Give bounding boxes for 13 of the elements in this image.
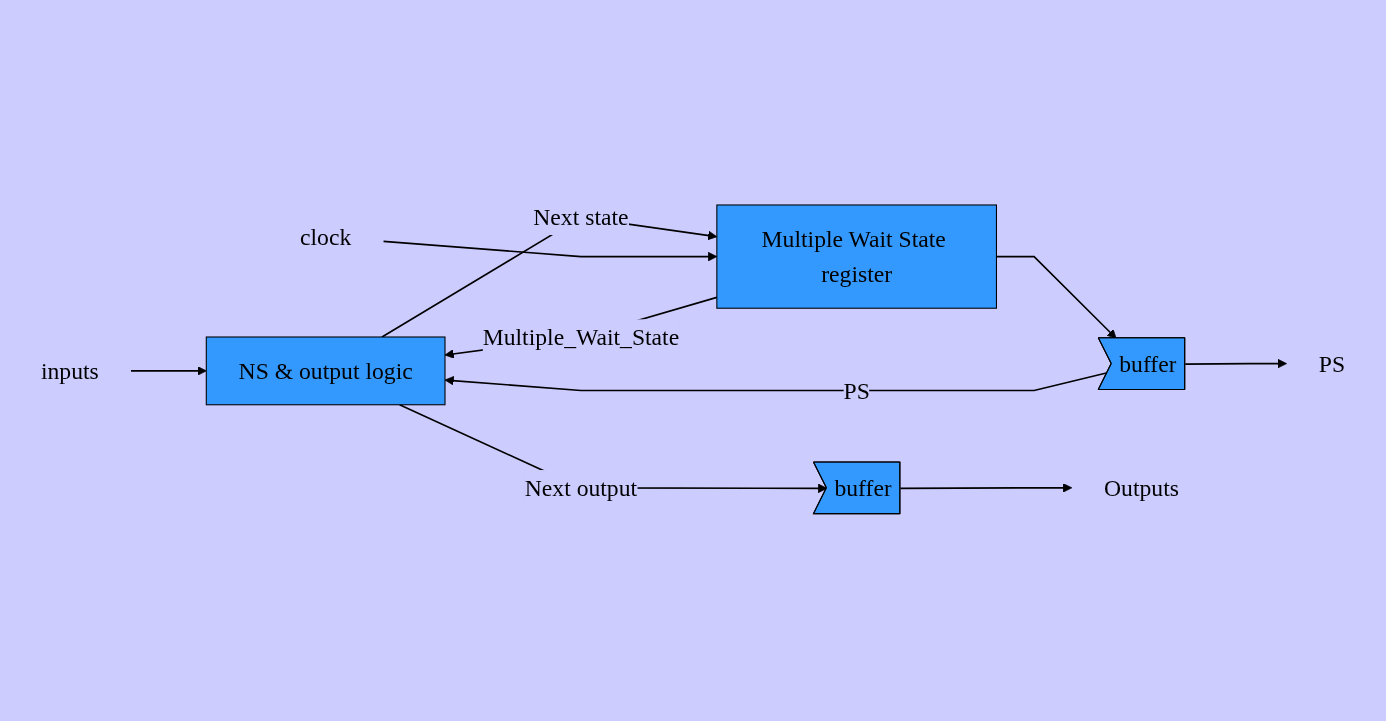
edge-label: Multiple_Wait_State [482,323,680,351]
edge-label: Next output [524,474,638,502]
node-text: Outputs [1104,474,1179,502]
node-text: PS [1318,350,1346,377]
edge-label: Next state [533,203,629,231]
arrow [899,482,1073,493]
node-box: Multiple Wait State register [716,204,997,309]
node-box: NS & output logic [205,336,446,406]
node-text: clock [300,223,352,251]
arrow [1184,358,1287,369]
edge-label: PS [843,376,870,404]
arrow [130,366,207,376]
node-text: inputs [40,357,99,385]
